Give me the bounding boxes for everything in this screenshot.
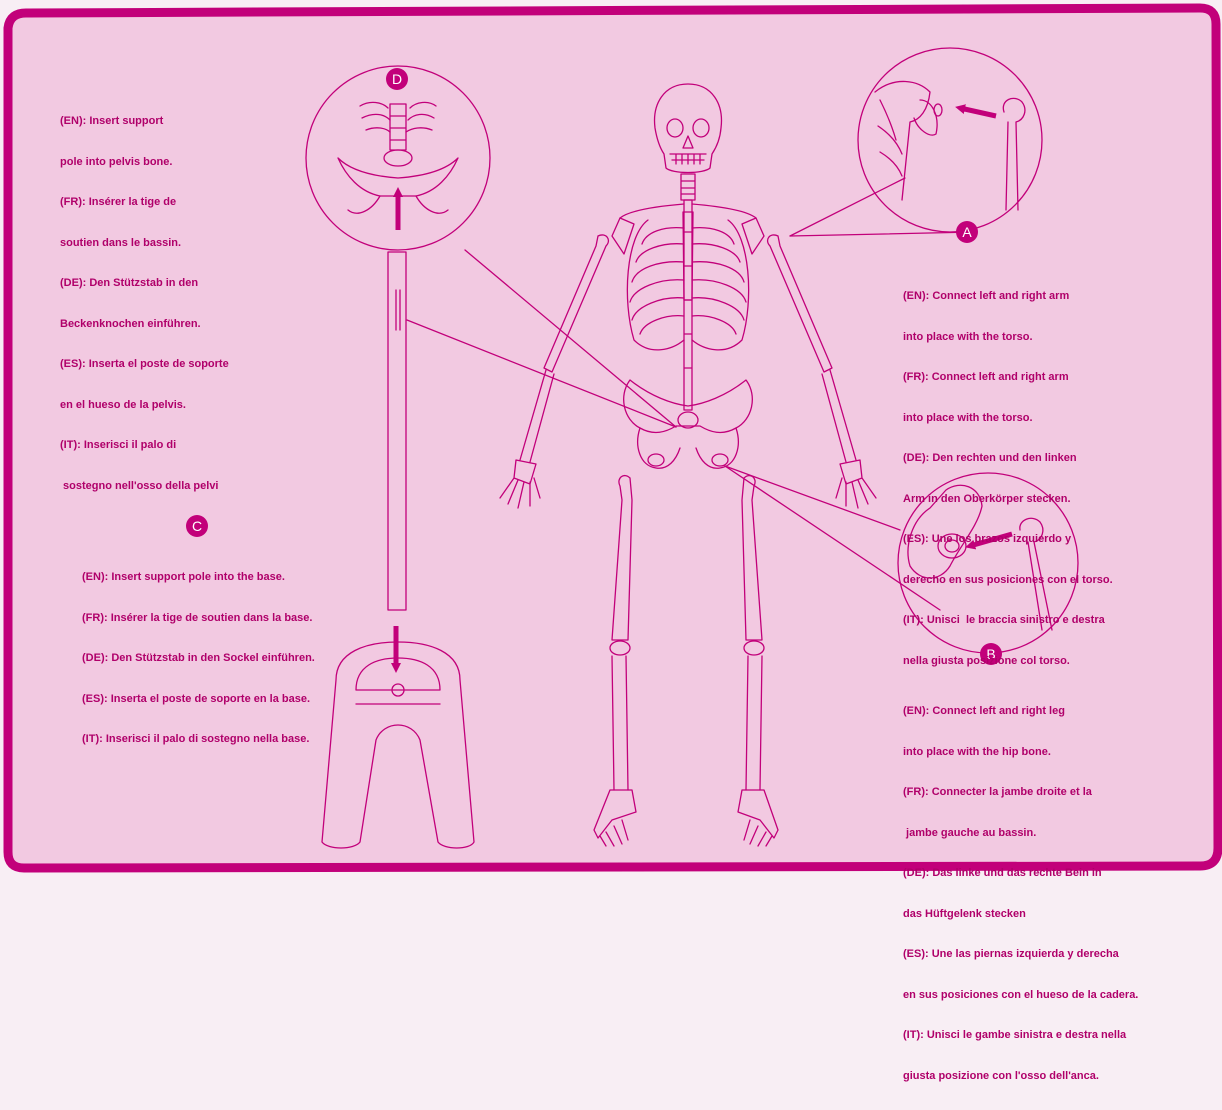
instruction-line: (EN): Insert support pole into the base. — [82, 571, 315, 585]
instruction-line: into place with the torso. — [903, 412, 1113, 426]
instruction-line: sostegno nell'osso della pelvi — [60, 480, 229, 494]
instruction-line: (EN): Insert support — [60, 115, 229, 129]
instruction-line: das Hüftgelenk stecken — [903, 908, 1138, 922]
instruction-line: giusta posizione con l'osso dell'anca. — [903, 1070, 1138, 1084]
instruction-line: (ES): Une los brazos izquierdo y — [903, 533, 1113, 547]
instruction-line: pole into pelvis bone. — [60, 156, 229, 170]
instruction-line: (EN): Connect left and right arm — [903, 290, 1113, 304]
instruction-line: jambe gauche au bassin. — [903, 827, 1138, 841]
instruction-line: (ES): Une las piernas izquierda y derech… — [903, 948, 1138, 962]
instruction-line: (DE): Den Stützstab in den Sockel einfüh… — [82, 652, 315, 666]
instruction-line: (ES): Inserta el poste de soporte — [60, 358, 229, 372]
instruction-line: (EN): Connect left and right leg — [903, 705, 1138, 719]
instruction-line: (IT): Unisci le gambe sinistra e destra … — [903, 1029, 1138, 1043]
instruction-line: (IT): Unisci le braccia sinistro e destr… — [903, 614, 1113, 628]
instruction-line: en el hueso de la pelvis. — [60, 399, 229, 413]
instruction-line: (FR): Connect left and right arm — [903, 371, 1113, 385]
instruction-line: (IT): Inserisci il palo di sostegno nell… — [82, 733, 315, 747]
instruction-line: into place with the torso. — [903, 331, 1113, 345]
instruction-line: (FR): Insérer la tige de soutien dans la… — [82, 612, 315, 626]
instruction-line: (IT): Inserisci il palo di — [60, 439, 229, 453]
instruction-line: derecho en sus posiciones con el torso. — [903, 574, 1113, 588]
teeth — [670, 154, 706, 164]
instruction-line: soutien dans le bassin. — [60, 237, 229, 251]
instruction-line: (FR): Connecter la jambe droite et la — [903, 786, 1138, 800]
instruction-line: nella giusta posizione col torso. — [903, 655, 1113, 669]
instructions-b: (EN): Connect left and right leg into pl… — [903, 678, 1138, 1110]
assembly-diagram: D A C B (EN): Insert support pole into p… — [0, 0, 1222, 874]
instruction-line: en sus posiciones con el hueso de la cad… — [903, 989, 1138, 1003]
instruction-line: (DE): Den rechten und den linken — [903, 452, 1113, 466]
instruction-line: Arm in den Oberkörper stecken. — [903, 493, 1113, 507]
instruction-line: (DE): Den Stützstab in den — [60, 277, 229, 291]
instructions-c: (EN): Insert support pole into the base.… — [82, 544, 315, 774]
instruction-line: Beckenknochen einführen. — [60, 318, 229, 332]
instruction-line: (ES): Inserta el poste de soporte en la … — [82, 693, 315, 707]
step-badge-a: A — [956, 221, 978, 243]
instructions-a: (EN): Connect left and right arm into pl… — [903, 263, 1113, 695]
step-badge-d: D — [386, 68, 408, 90]
instructions-d: (EN): Insert support pole into pelvis bo… — [60, 88, 229, 520]
support-pole — [388, 252, 406, 610]
instruction-line: (FR): Insérer la tige de — [60, 196, 229, 210]
instruction-line: into place with the hip bone. — [903, 746, 1138, 760]
